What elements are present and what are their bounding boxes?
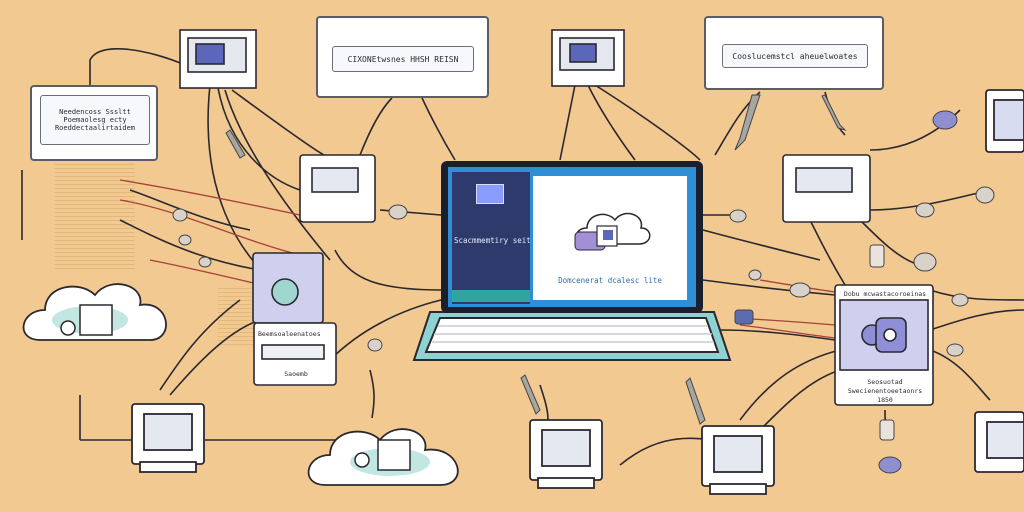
left-info-inner: Needencoss Sssltt Poemaolesg ecty Roedde…: [40, 95, 150, 145]
monitor-icon: [701, 425, 775, 495]
monitor-icon: [131, 403, 205, 473]
monitor-icon: [476, 184, 504, 204]
left-info-box: Needencoss Sssltt Poemaolesg ecty Roedde…: [30, 85, 158, 161]
hatch-band-mid: [218, 285, 258, 345]
left-info-line1: Needencoss Sssltt: [59, 108, 131, 116]
connector-pens: [225, 94, 847, 425]
laptop-sidebar-label: Scacmmemtiry seit: [454, 236, 530, 245]
cloud-icon: [22, 283, 167, 341]
monitor-icon: [985, 89, 1024, 153]
right-device-panel: [834, 284, 934, 406]
right-panel-line2: Swecienentoeetaonrs: [847, 387, 923, 395]
right-panel-line3: 1850: [877, 396, 893, 404]
left-info-line3: Roeddectaalirtaidem: [54, 124, 136, 132]
left-panel-sub: Saoemb: [284, 370, 308, 378]
top-right-box: Cooslucemstcl aheuelwoates: [704, 16, 884, 90]
left-info-line2: Poemaolesg ecty: [63, 116, 127, 124]
laptop-main-pane: Domcenerat dcalesc lite: [533, 176, 687, 300]
top-center-label: CIXONEtwsnes HHSH REISN: [332, 46, 474, 72]
left-device-panel: [252, 252, 337, 386]
left-panel-label: Beemsoaleenatoes: [258, 330, 321, 338]
laptop-base: [412, 311, 732, 361]
server-icon: [299, 154, 871, 223]
server-icon: [179, 29, 625, 89]
monitor-icon: [974, 411, 1024, 473]
top-right-label: Cooslucemstcl aheuelwoates: [722, 44, 868, 68]
red-cables: [119, 179, 836, 339]
cloud-icon: [307, 428, 459, 486]
laptop-sidebar-footer-bar: [452, 290, 530, 302]
right-panel-line1: Seosuotad: [867, 378, 903, 386]
laptop-pane-label: Domcenerat dcalesc lite: [558, 276, 662, 285]
monitor-icon: [529, 419, 603, 489]
right-panel-title: Dobu mcwastacoroeinas: [843, 290, 927, 298]
cloud-icon: [569, 204, 653, 251]
laptop-sidebar-panel: Scacmmemtiry seit: [452, 172, 530, 304]
connector-plug-icons: [172, 110, 995, 474]
hatch-band-left: [55, 160, 135, 270]
top-center-box: CIXONEtwsnes HHSH REISN: [316, 16, 489, 98]
